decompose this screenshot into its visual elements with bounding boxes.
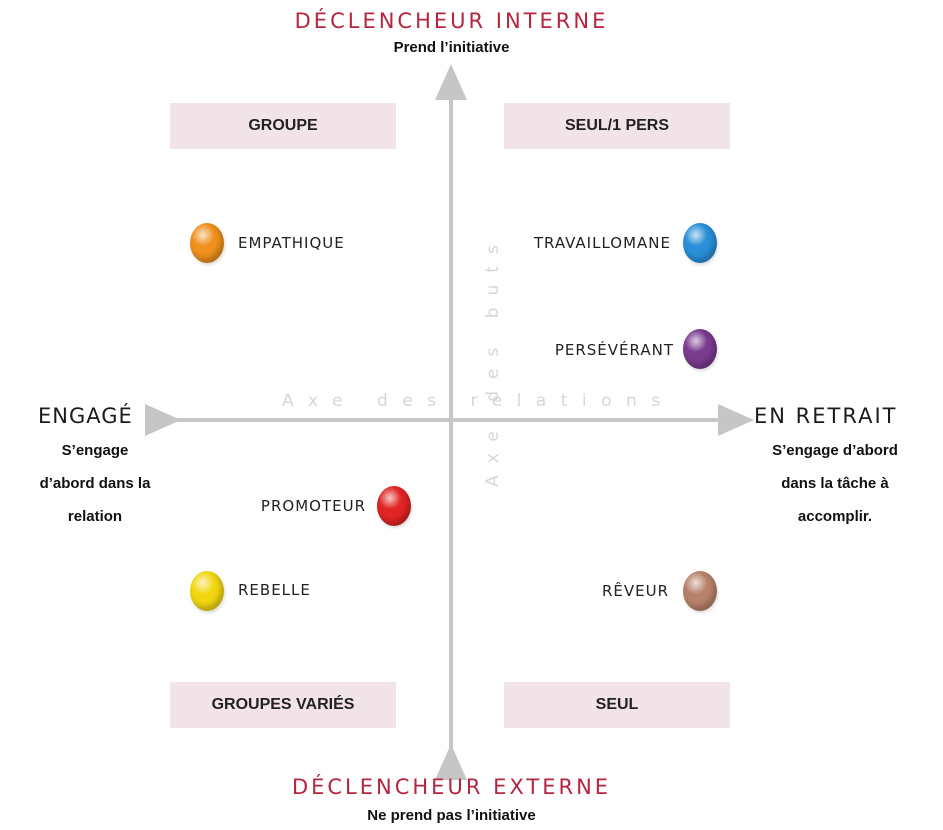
perseverant-label: PERSÉVÉRANT	[554, 341, 674, 359]
right-desc-line: dans la tâche à	[781, 475, 889, 492]
bottom-axis-subtitle: Ne prend pas l’initiative	[367, 807, 536, 824]
box-top-right: SEUL/1 PERS	[504, 103, 730, 149]
box-bottom-left: GROUPES VARIÉS	[170, 682, 396, 728]
reveur-dot	[683, 571, 717, 611]
left-axis-title: ENGAGÉ	[38, 404, 133, 428]
horizontal-axis-label: Axe des relations	[282, 391, 675, 411]
right-desc-line: S’engage d’abord	[772, 442, 898, 459]
top-axis-subtitle: Prend l’initiative	[393, 39, 510, 56]
left-desc-line: relation	[67, 508, 123, 525]
rebelle-dot	[190, 571, 224, 611]
rebelle-label: REBELLE	[238, 581, 311, 599]
promoteur-label: PROMOTEUR	[260, 497, 366, 515]
right-axis-title: EN RETRAIT	[754, 404, 898, 428]
reveur-label: RÊVEUR	[601, 582, 669, 600]
box-bottom-right: SEUL	[504, 682, 730, 728]
travaillomane-dot	[683, 223, 717, 263]
empathique-label: EMPATHIQUE	[238, 234, 345, 252]
bottom-axis-title: DÉCLENCHEUR EXTERNE	[291, 775, 612, 799]
right-axis-description: S’engage d’abord dans la tâche à accompl…	[745, 434, 925, 533]
top-axis-title: DÉCLENCHEUR INTERNE	[294, 9, 609, 33]
right-desc-line: accomplir.	[797, 508, 873, 525]
left-desc-line: S’engage	[61, 442, 129, 459]
perseverant-dot	[683, 329, 717, 369]
empathique-dot	[190, 223, 224, 263]
vertical-axis-label: Axe des buts	[482, 233, 503, 487]
box-top-left: GROUPE	[170, 103, 396, 149]
left-desc-line: d’abord dans la	[39, 475, 151, 492]
travaillomane-label: TRAVAILLOMANE	[533, 234, 671, 252]
left-axis-description: S’engage d’abord dans la relation	[10, 434, 180, 533]
promoteur-dot	[377, 486, 411, 526]
